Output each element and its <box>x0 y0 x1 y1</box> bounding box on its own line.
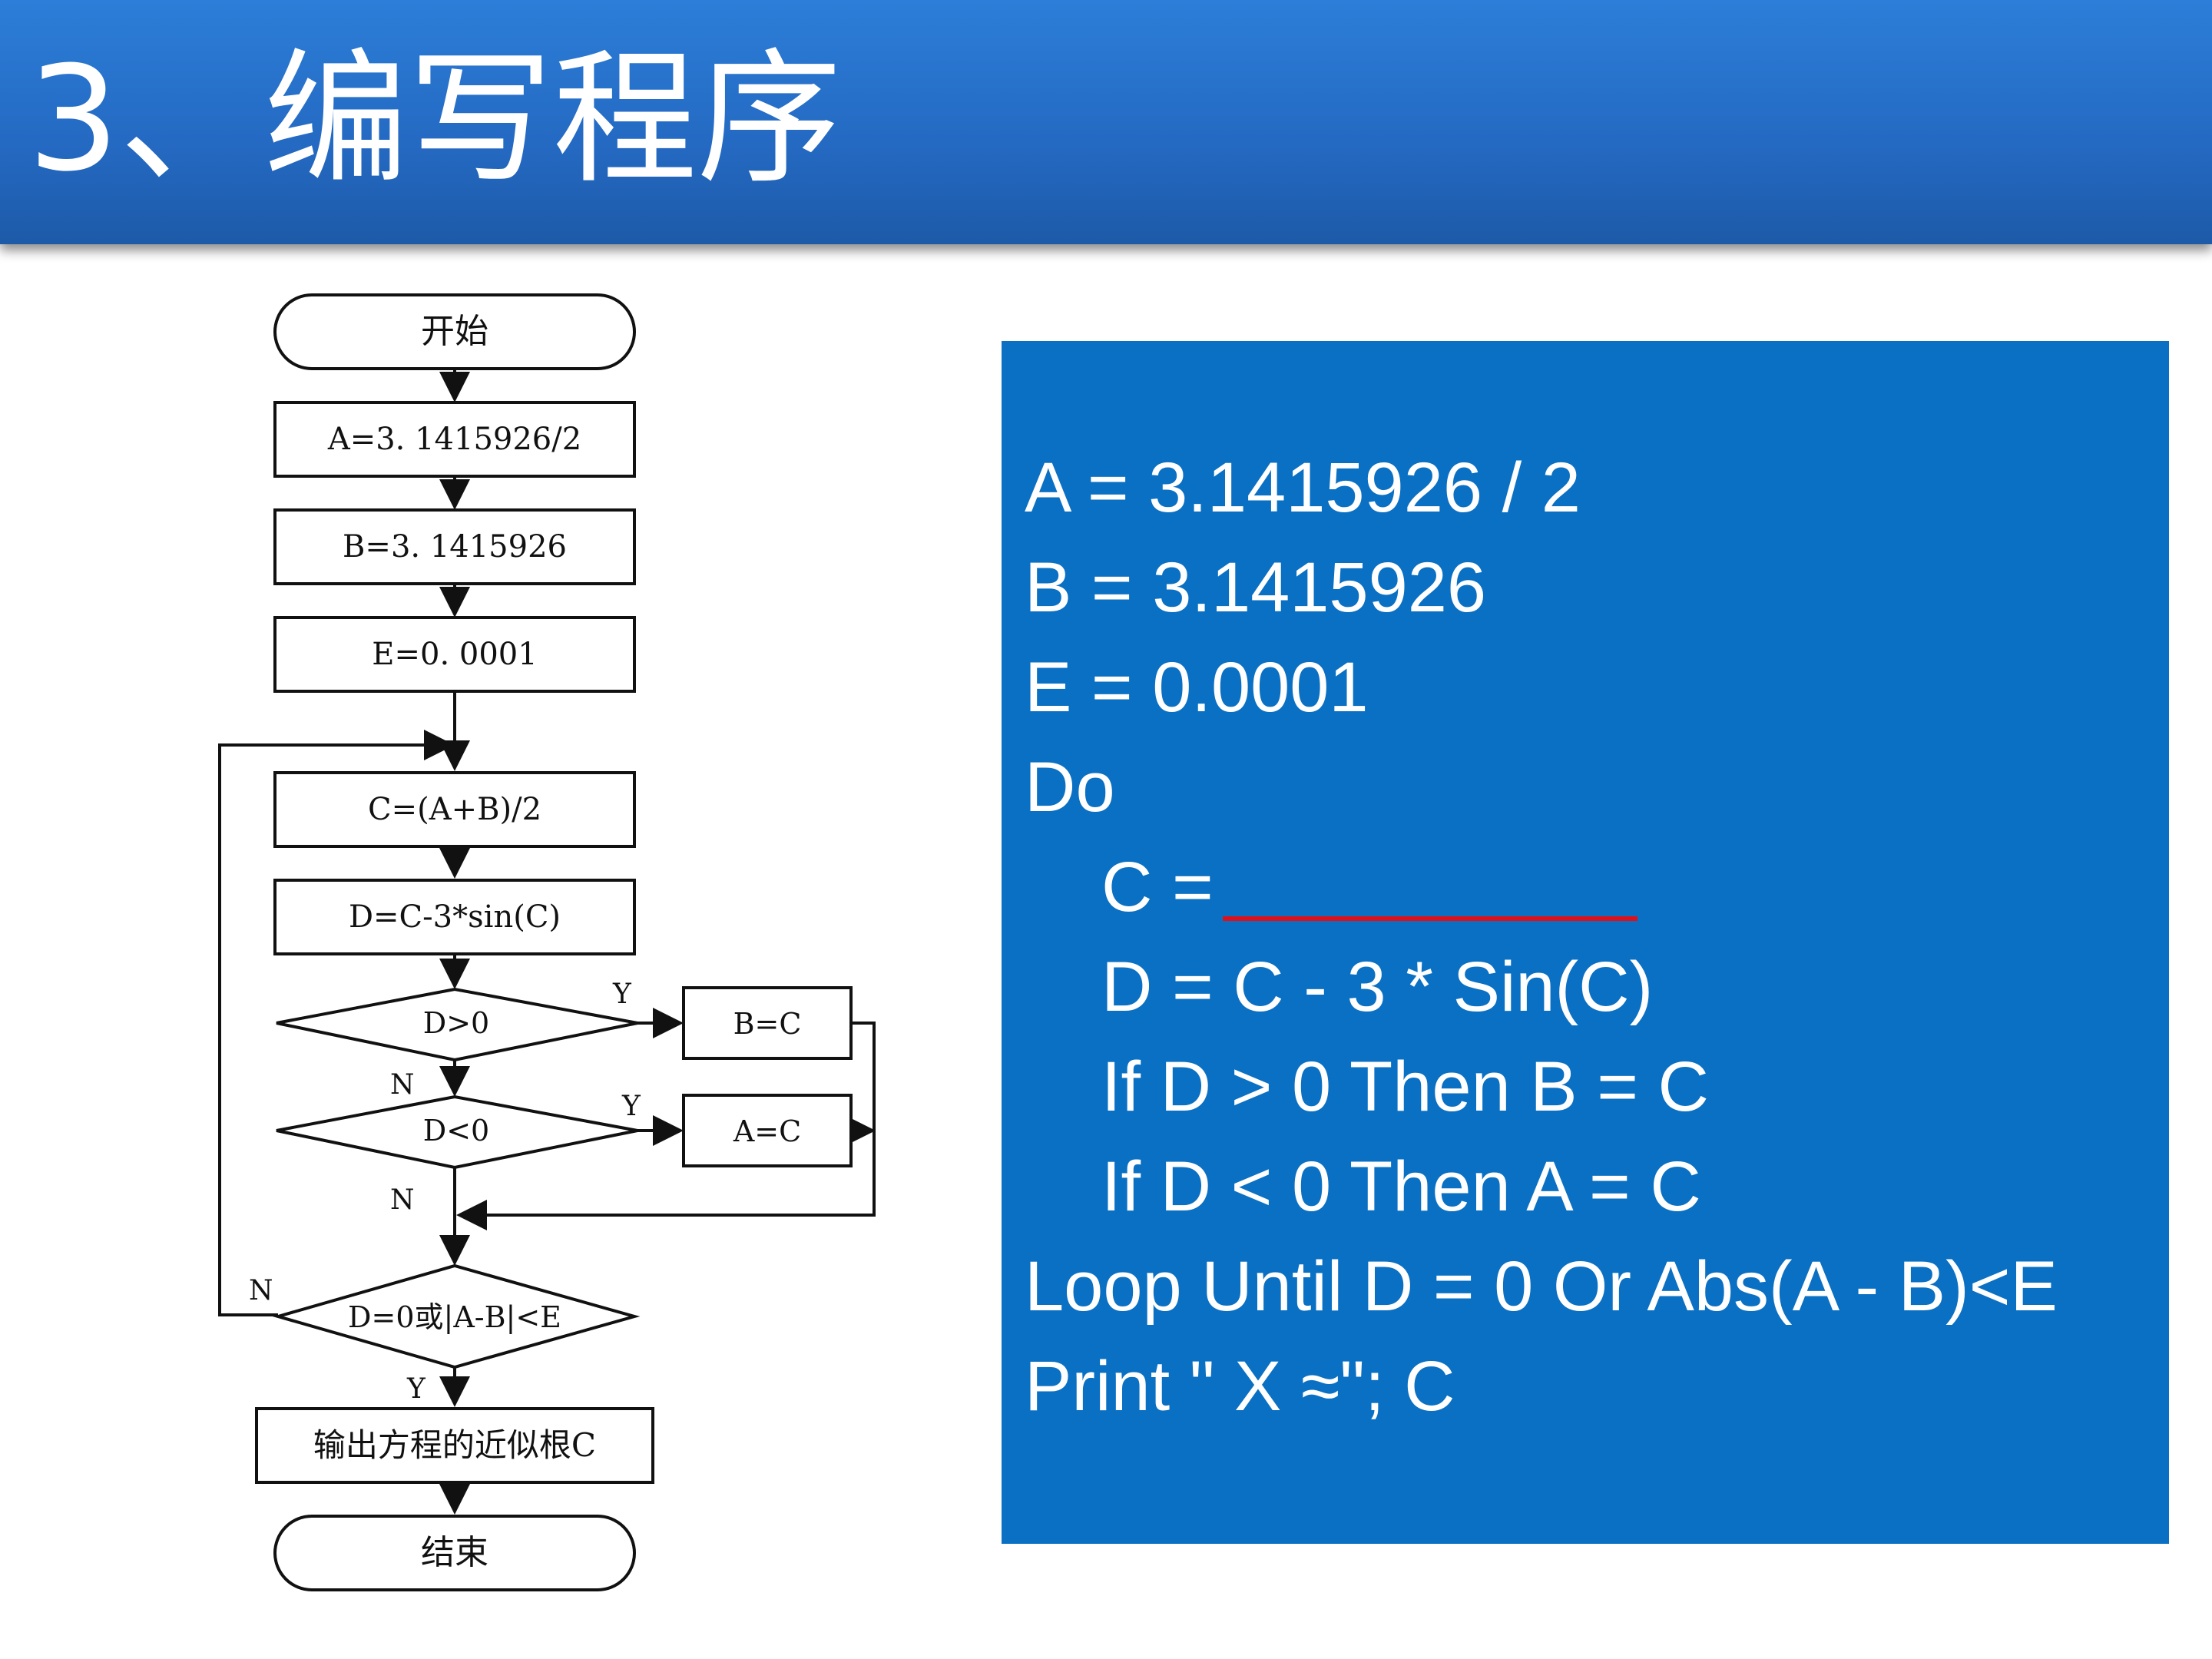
no-label-3: N <box>249 1275 273 1306</box>
action1-label: B=C <box>733 1007 802 1041</box>
no-label-1: N <box>390 1069 415 1101</box>
page-title: 3、编写程序 <box>28 35 842 204</box>
code-line-7: If D > 0 Then B = C <box>1101 1048 1709 1126</box>
step1-label: A=3. 1415926/2 <box>327 422 581 457</box>
code-line-3: E = 0.0001 <box>1025 648 1369 727</box>
loop-back-line <box>218 730 455 1316</box>
start-label: 开始 <box>421 312 488 351</box>
code-line-4: Do <box>1025 748 1115 826</box>
yes-label-2: Y <box>621 1091 641 1122</box>
code-line-8: If D < 0 Then A = C <box>1101 1147 1701 1226</box>
action2-label: A=C <box>733 1114 801 1148</box>
yes-label-3: Y <box>406 1373 426 1405</box>
process-step-1 <box>273 401 636 478</box>
decision2-label: D<0 <box>423 1114 489 1147</box>
code-line-10: Print " X ≈"; C <box>1025 1347 1455 1426</box>
output-label: 输出方程的近似根C <box>313 1426 596 1464</box>
code-panel: A = 3.1415926 / 2 B = 3.1415926 E = 0.00… <box>1002 341 2169 1544</box>
start-node <box>273 293 636 370</box>
fill-in-blank-line <box>1223 916 1637 921</box>
decision1-label: D>0 <box>423 1006 489 1040</box>
decision3-label: D=0或|A-B|<E <box>348 1300 561 1334</box>
code-line-1: A = 3.1415926 / 2 <box>1025 449 1581 527</box>
decision-2 <box>276 1094 638 1170</box>
process-step-5 <box>273 879 636 955</box>
step2-label: B=3. 1415926 <box>343 529 567 565</box>
process-step-2 <box>273 508 636 585</box>
output-box <box>255 1407 654 1484</box>
decision-3 <box>272 1263 641 1369</box>
no-label-2: N <box>390 1184 415 1216</box>
process-step-3 <box>273 616 636 693</box>
step3-label: E=0. 0001 <box>372 637 537 672</box>
code-line-5: C = <box>1101 848 1214 926</box>
end-node <box>273 1515 636 1591</box>
code-line-9: Loop Until D = 0 Or Abs(A - B)<E <box>1025 1247 2058 1326</box>
end-label: 结束 <box>421 1533 488 1572</box>
step4-label: C=(A+B)/2 <box>368 792 541 827</box>
code-line-6: D = C - 3 * Sin(C) <box>1101 948 1654 1026</box>
step5-label: D=C-3*sin(C) <box>349 899 561 935</box>
action-box-2 <box>682 1094 853 1167</box>
yes-label-1: Y <box>612 979 632 1010</box>
decision-1 <box>276 987 638 1062</box>
action-box-1 <box>682 986 853 1060</box>
flowchart: 开始 A=3. 1415926/2 B=3. 1415926 E=0. 0001… <box>218 293 876 1591</box>
title-bar: 3、编写程序 <box>0 0 2212 244</box>
process-step-4 <box>273 771 636 848</box>
code-line-2: B = 3.1415926 <box>1025 548 1487 627</box>
